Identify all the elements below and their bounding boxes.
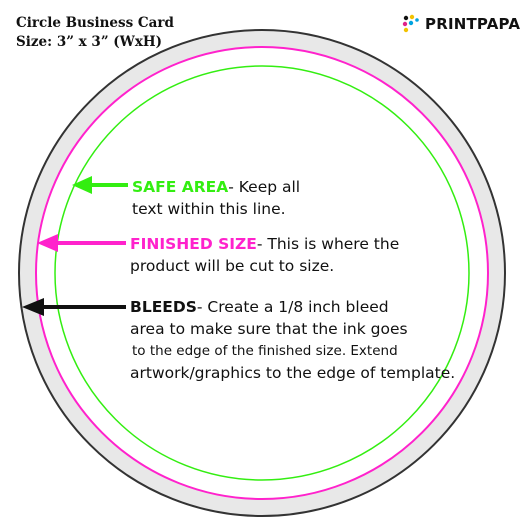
logo-text: PRINTPAPA <box>425 15 521 33</box>
finished-size-heading: FINISHED SIZE <box>130 235 257 253</box>
finished-size-text-2: product will be cut to size. <box>130 257 335 275</box>
bleeds-callout: BLEEDS- Create a 1/8 inch bleed area to … <box>130 296 455 384</box>
page-title: Circle Business Card <box>16 15 174 31</box>
bleeds-text-1: - Create a 1/8 inch bleed <box>196 298 389 316</box>
card-size-label: Size: 3” x 3” (WxH) <box>16 34 163 50</box>
finished-size-circle <box>35 46 489 500</box>
safe-area-callout: SAFE AREA- Keep all text within this lin… <box>132 176 300 220</box>
bleeds-text-3: to the edge of the finished size. Extend <box>132 343 398 359</box>
safe-area-heading: SAFE AREA <box>132 178 229 196</box>
header-title-block: Circle Business Card Size: 3” x 3” (WxH) <box>16 14 174 52</box>
bleeds-arrow <box>22 298 126 316</box>
finished-size-arrow <box>37 234 126 252</box>
safe-area-text-1: - Keep all <box>228 178 301 196</box>
safe-area-arrow <box>72 176 128 194</box>
bleeds-heading: BLEEDS <box>130 298 197 316</box>
finished-size-text-1: - This is where the <box>256 235 400 253</box>
finished-size-callout: FINISHED SIZE- This is where the product… <box>130 233 399 277</box>
safe-area-text-2: text within this line. <box>132 200 286 218</box>
bleeds-text-4: artwork/graphics to the edge of template… <box>130 364 456 382</box>
printpapa-logo-icon <box>402 14 419 33</box>
bleeds-text-2: area to make sure that the ink goes <box>130 320 408 338</box>
safe-area-circle <box>54 65 470 481</box>
brand-logo: PRINTPAPA <box>402 14 520 34</box>
